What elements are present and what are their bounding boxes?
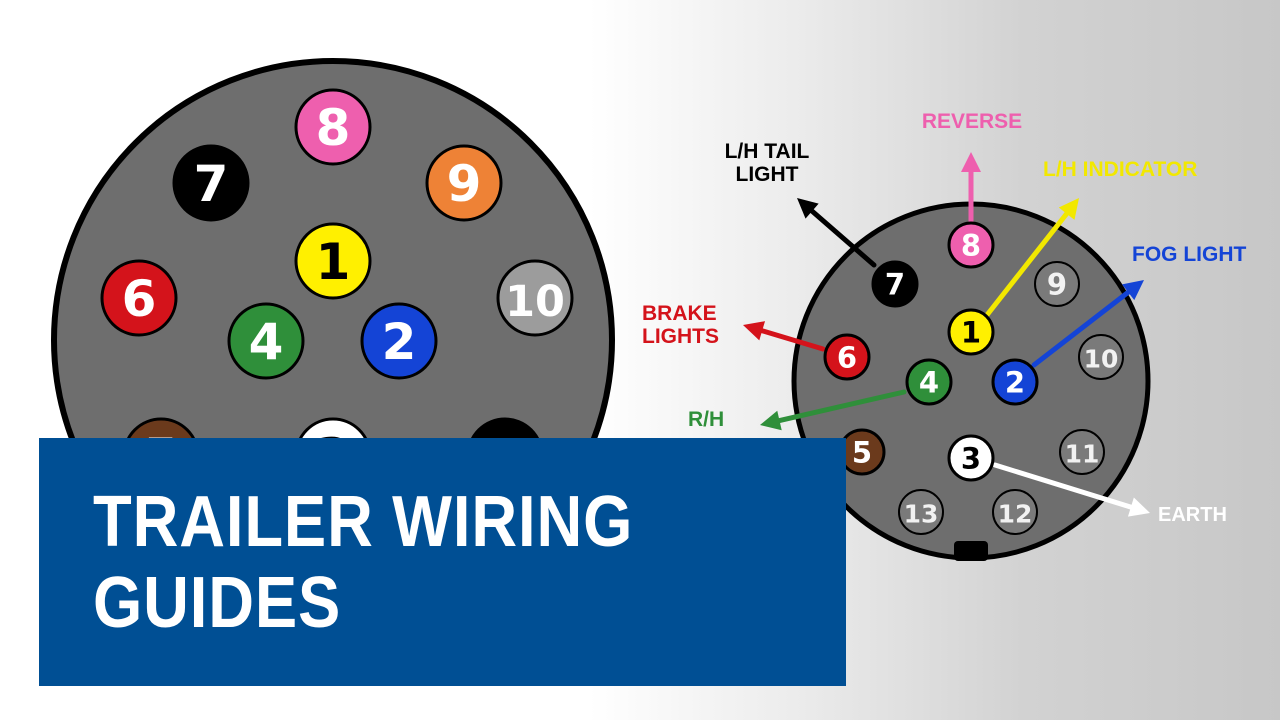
title-banner: TRAILER WIRING GUIDES — [39, 438, 846, 686]
large-pin-7-number: 7 — [194, 155, 229, 213]
large-pin-1-number: 1 — [316, 233, 351, 291]
label-pin-4-line-1: R/H — [688, 408, 724, 431]
arrow-pin-8 — [961, 152, 981, 225]
large-pin-1-circle — [294, 222, 372, 300]
small-pin-1: 1 — [947, 308, 995, 356]
small-pin-3-number: 3 — [961, 441, 981, 475]
label-pin-7-line-1: L/H TAIL — [725, 140, 810, 163]
small-pin-6-number: 6 — [837, 340, 857, 374]
large-pin-8-number: 8 — [316, 99, 351, 157]
large-pin-7: 7 — [172, 144, 250, 222]
label-pin-8: REVERSE — [922, 110, 1022, 133]
arrow-pin-2 — [1031, 280, 1144, 368]
large-pin-6-number: 6 — [122, 270, 157, 328]
large-pin-2: 2 — [360, 302, 438, 380]
small-pin-5: 5 — [838, 428, 886, 476]
label-pin-4: R/H — [688, 408, 724, 431]
small-pin-4-circle — [905, 358, 953, 406]
small-pin-2-circle — [991, 358, 1039, 406]
label-pin-8-line-1: REVERSE — [922, 110, 1022, 133]
large-pin-4: 4 — [227, 302, 305, 380]
small-pin-4: 4 — [905, 358, 953, 406]
small-pin-6: 6 — [823, 333, 871, 381]
small-pin-1-circle — [947, 308, 995, 356]
small-pin-2-number: 2 — [1005, 365, 1025, 399]
label-pin-7-line-2: LIGHT — [736, 163, 799, 186]
label-pin-3: EARTH — [1158, 504, 1227, 526]
small-pin-8-circle — [947, 221, 995, 269]
small-pin-2: 2 — [991, 358, 1039, 406]
large-pin-9-number: 9 — [447, 155, 482, 213]
label-pin-6-line-1: BRAKE — [642, 302, 717, 325]
small-pin-13-number: 13 — [904, 499, 939, 528]
small-pin-13: 13 — [898, 489, 944, 535]
large-pin-2-number: 2 — [382, 313, 417, 371]
small-pin-5-number: 5 — [852, 435, 872, 469]
label-pin-6-line-2: LIGHTS — [642, 325, 719, 348]
small-pin-4-number: 4 — [919, 365, 939, 399]
small-pin-12: 12 — [992, 489, 1038, 535]
label-pin-2-line-1: FOG LIGHT — [1132, 243, 1246, 266]
small-pin-11: 11 — [1059, 429, 1105, 475]
small-pin-10-number: 10 — [1084, 344, 1119, 373]
small-pin-13-circle — [898, 489, 944, 535]
banner-title-line2: GUIDES — [93, 563, 342, 643]
arrow-pin-4 — [760, 389, 907, 431]
large-pin-7-circle — [172, 144, 250, 222]
arrow-pin-3 — [992, 462, 1150, 517]
banner-title: TRAILER WIRING GUIDES — [93, 482, 744, 644]
large-pin-4-circle — [227, 302, 305, 380]
large-pin-9: 9 — [425, 144, 503, 222]
large-pin-6: 6 — [100, 259, 178, 337]
small-pin-9-number: 9 — [1047, 267, 1067, 301]
large-pin-10: 10 — [496, 259, 574, 337]
large-pin-8-circle — [294, 88, 372, 166]
small-pin-8-number: 8 — [961, 228, 981, 262]
small-pin-7-number: 7 — [885, 267, 905, 301]
label-pin-3-line-1: EARTH — [1158, 504, 1227, 526]
large-pin-1: 1 — [294, 222, 372, 300]
label-pin-1: L/H INDICATOR — [1043, 158, 1197, 181]
large-pin-4-number: 4 — [249, 313, 284, 371]
large-pin-10-number: 10 — [505, 277, 565, 327]
small-pin-7: 7 — [871, 260, 919, 308]
large-pin-2-circle — [360, 302, 438, 380]
banner-title-line1: TRAILER WIRING — [93, 482, 634, 562]
small-pin-10-circle — [1078, 334, 1124, 380]
small-pin-3: 3 — [947, 434, 995, 482]
small-pin-9-circle — [1034, 261, 1080, 307]
small-pin-9: 9 — [1034, 261, 1080, 307]
large-pin-9-circle — [425, 144, 503, 222]
large-pin-10-circle — [496, 259, 574, 337]
small-plug-key-notch — [954, 541, 988, 561]
small-pin-8: 8 — [947, 221, 995, 269]
small-pin-1-number: 1 — [961, 315, 981, 349]
arrow-pin-6 — [743, 321, 826, 352]
arrow-pin-7 — [797, 198, 877, 268]
small-pin-11-number: 11 — [1065, 439, 1100, 468]
large-pin-8: 8 — [294, 88, 372, 166]
small-pin-7-circle — [871, 260, 919, 308]
arrow-pin-1 — [984, 198, 1079, 318]
small-pin-10: 10 — [1078, 334, 1124, 380]
label-pin-2: FOG LIGHT — [1132, 243, 1246, 266]
large-pin-6-circle — [100, 259, 178, 337]
small-pin-12-circle — [992, 489, 1038, 535]
label-pin-1-line-1: L/H INDICATOR — [1043, 158, 1197, 181]
small-pin-12-number: 12 — [998, 499, 1033, 528]
small-pin-11-circle — [1059, 429, 1105, 475]
small-pin-3-circle — [947, 434, 995, 482]
small-pin-6-circle — [823, 333, 871, 381]
